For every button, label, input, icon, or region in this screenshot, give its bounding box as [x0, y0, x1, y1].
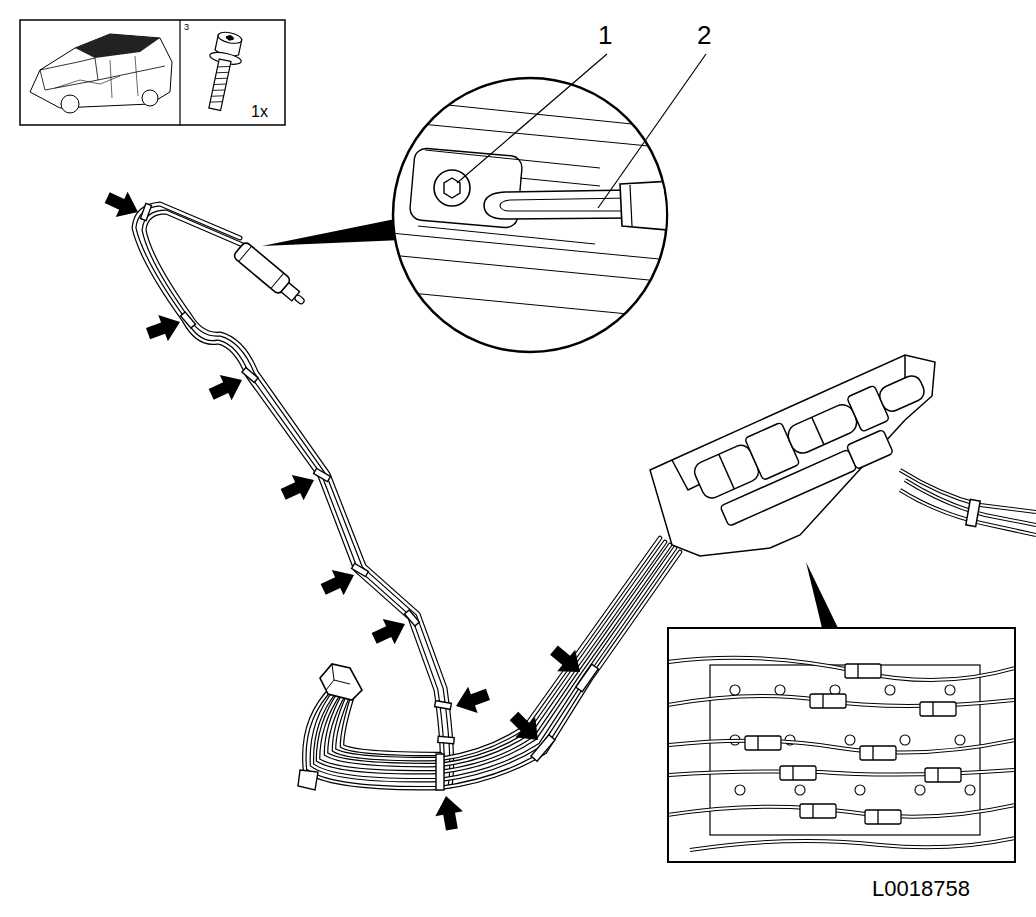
wiring-harness	[304, 538, 680, 788]
orientation-inset	[20, 20, 285, 125]
quantity-index: 3	[184, 23, 189, 32]
detail-inset	[668, 628, 1015, 862]
control-module	[650, 355, 1036, 556]
leader-line	[457, 54, 607, 183]
quantity-label: 1x	[251, 104, 268, 120]
figure-code: L0018758	[872, 878, 970, 900]
callout-number: 2	[697, 22, 711, 48]
callout-number: 1	[598, 22, 612, 48]
clip-arrow	[101, 185, 589, 832]
detail-magnifier	[380, 78, 690, 352]
sensor-cable	[134, 204, 452, 786]
sensor	[233, 241, 310, 310]
leader-line	[598, 54, 706, 208]
cable-clip	[140, 203, 598, 790]
connector	[298, 664, 362, 790]
